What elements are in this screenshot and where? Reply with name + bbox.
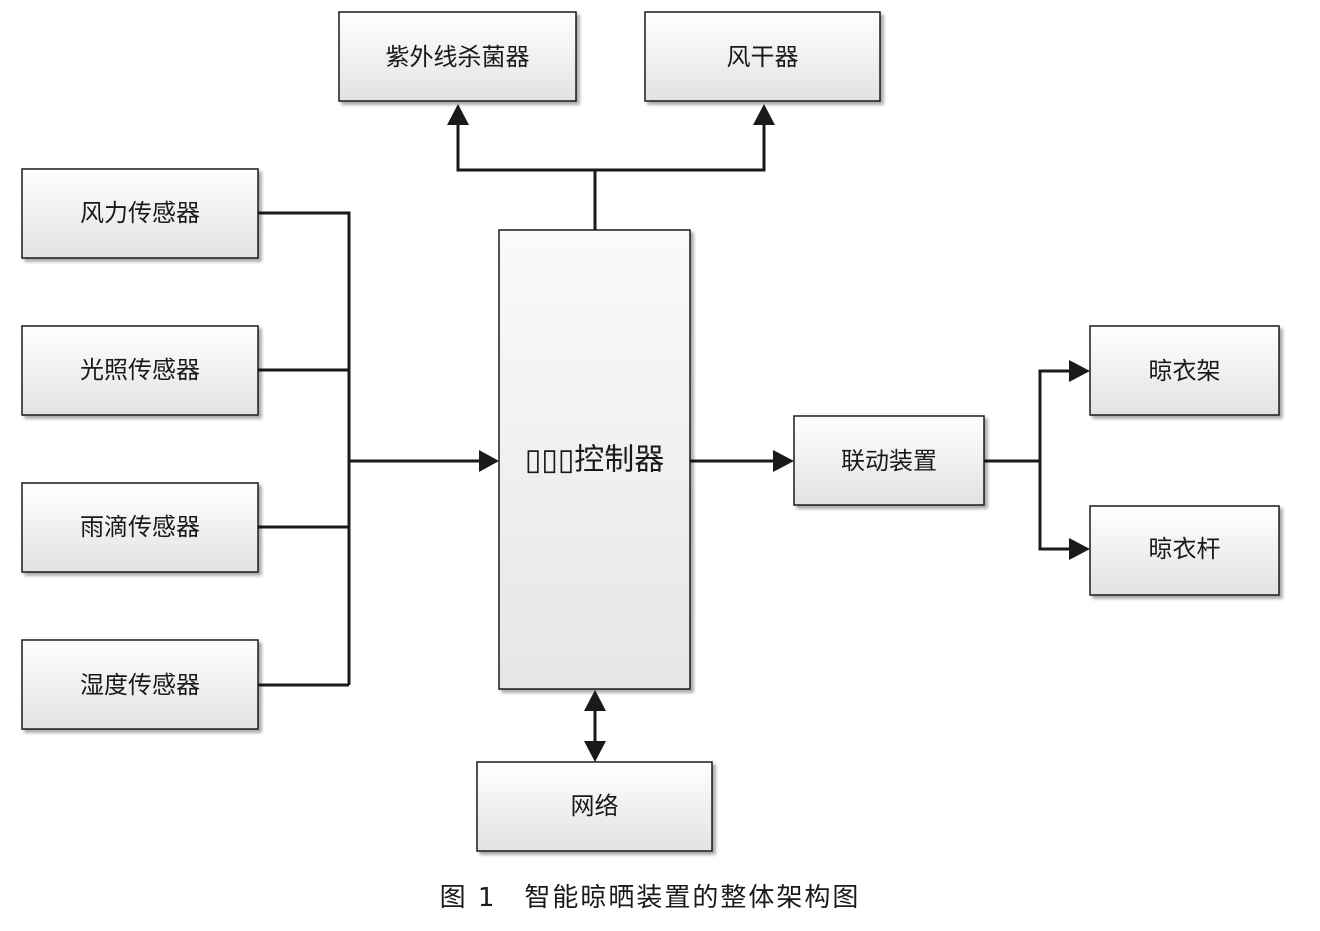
arrow-to-drying-pole: [1069, 538, 1090, 560]
box-network: 网络: [476, 761, 713, 852]
rain-sensor-label: 雨滴传感器: [80, 513, 200, 541]
box-wind-sensor: 风力传感器: [21, 168, 259, 259]
linkage-label: 联动装置: [841, 447, 937, 475]
arrow-to-controller: [479, 450, 499, 472]
box-light-sensor: 光照传感器: [21, 325, 259, 416]
box-air-dryer: 风干器: [644, 11, 881, 102]
air-dryer-label: 风干器: [727, 43, 799, 71]
uv-sterilizer-connector: [456, 122, 595, 172]
drying-pole-connector: [1038, 461, 1072, 551]
box-linkage: 联动装置: [793, 415, 985, 506]
connectors: [258, 122, 1072, 744]
uv-sterilizer-label: 紫外线杀菌器: [386, 43, 530, 71]
arrowheads: [447, 104, 1090, 762]
box-humidity-sensor: 湿度传感器: [21, 639, 259, 730]
box-drying-rack: 晾衣架: [1089, 325, 1280, 416]
air-dryer-connector: [595, 122, 766, 172]
box-drying-pole: 晾衣杆: [1089, 505, 1280, 596]
box-uv-sterilizer: 紫外线杀菌器: [338, 11, 577, 102]
arrow-to-uv-sterilizer: [447, 104, 469, 125]
controller-label: ▯▯▯控制器: [525, 443, 665, 478]
light-sensor-label: 光照传感器: [80, 356, 200, 384]
arrow-to-controller-from-network: [584, 690, 606, 711]
humidity-sensor-label: 湿度传感器: [80, 671, 200, 699]
wind-sensor-label: 风力传感器: [80, 199, 200, 227]
box-rain-sensor: 雨滴传感器: [21, 482, 259, 573]
wind-sensor-connector: [258, 211, 351, 685]
network-label: 网络: [571, 792, 619, 820]
figure-caption: 图 1 智能晾晒装置的整体架构图: [440, 883, 861, 913]
drying-rack-label: 晾衣架: [1149, 357, 1221, 385]
arrow-to-linkage: [773, 450, 794, 472]
drying-rack-connector: [1038, 369, 1072, 461]
box-controller: ▯▯▯控制器: [498, 229, 691, 690]
arrow-to-drying-rack: [1069, 360, 1090, 382]
arrow-to-air-dryer: [753, 104, 775, 125]
arrow-to-network: [584, 741, 606, 762]
drying-pole-label: 晾衣杆: [1149, 535, 1221, 563]
